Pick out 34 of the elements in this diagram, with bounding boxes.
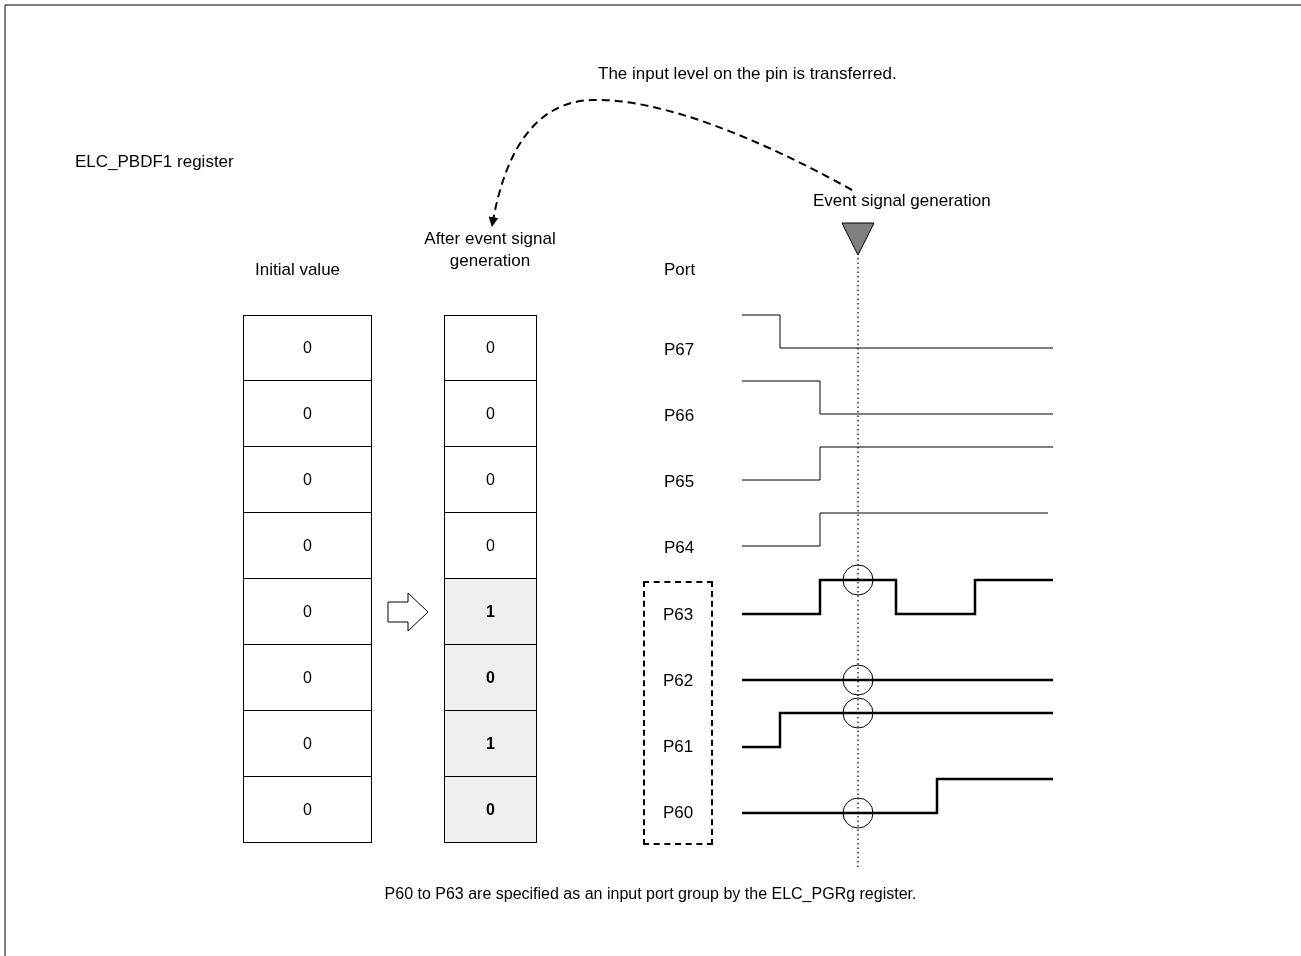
port-label: P62	[663, 671, 694, 691]
register-bit-cell: 0	[243, 381, 372, 447]
caption: P60 to P63 are specified as an input port group by the ELC_PGRg register.	[383, 885, 918, 903]
port-label: P66	[664, 406, 695, 426]
port-group-box	[643, 581, 713, 845]
column-heading: After event signal generation	[400, 228, 580, 272]
column-heading: Initial value	[255, 260, 341, 280]
curved-arrow	[488, 99, 853, 227]
edge-label: The input level on the pin is transferred.	[598, 64, 897, 84]
register-bit-cell: 0	[243, 447, 372, 513]
column-heading: Port	[664, 260, 696, 280]
port-label: P63	[663, 605, 694, 625]
register-bit-cell: 0	[243, 645, 372, 711]
register-bit-cell: 1	[444, 579, 537, 645]
register-bit-cell: 0	[243, 315, 372, 381]
port-label: P65	[664, 472, 695, 492]
register-bit-cell: 0	[444, 315, 537, 381]
port-label: P61	[663, 737, 694, 757]
port-label: P67	[664, 340, 695, 360]
register-bit-cell: 0	[243, 777, 372, 843]
port-label: P60	[663, 803, 694, 823]
port-label: P64	[664, 538, 695, 558]
register-bit-cell: 0	[444, 381, 537, 447]
register-bit-cell: 0	[444, 645, 537, 711]
block-arrow	[387, 592, 429, 632]
register-bit-cell: 0	[444, 777, 537, 843]
register-bit-cell: 0	[444, 513, 537, 579]
register-bit-cell: 0	[444, 447, 537, 513]
register-label: ELC_PBDF1 register	[75, 152, 234, 172]
event-label: Event signal generation	[813, 191, 991, 211]
register-bit-cell: 1	[444, 711, 537, 777]
register-bit-cell: 0	[243, 711, 372, 777]
register-bit-cell: 0	[243, 513, 372, 579]
register-bit-cell: 0	[243, 579, 372, 645]
